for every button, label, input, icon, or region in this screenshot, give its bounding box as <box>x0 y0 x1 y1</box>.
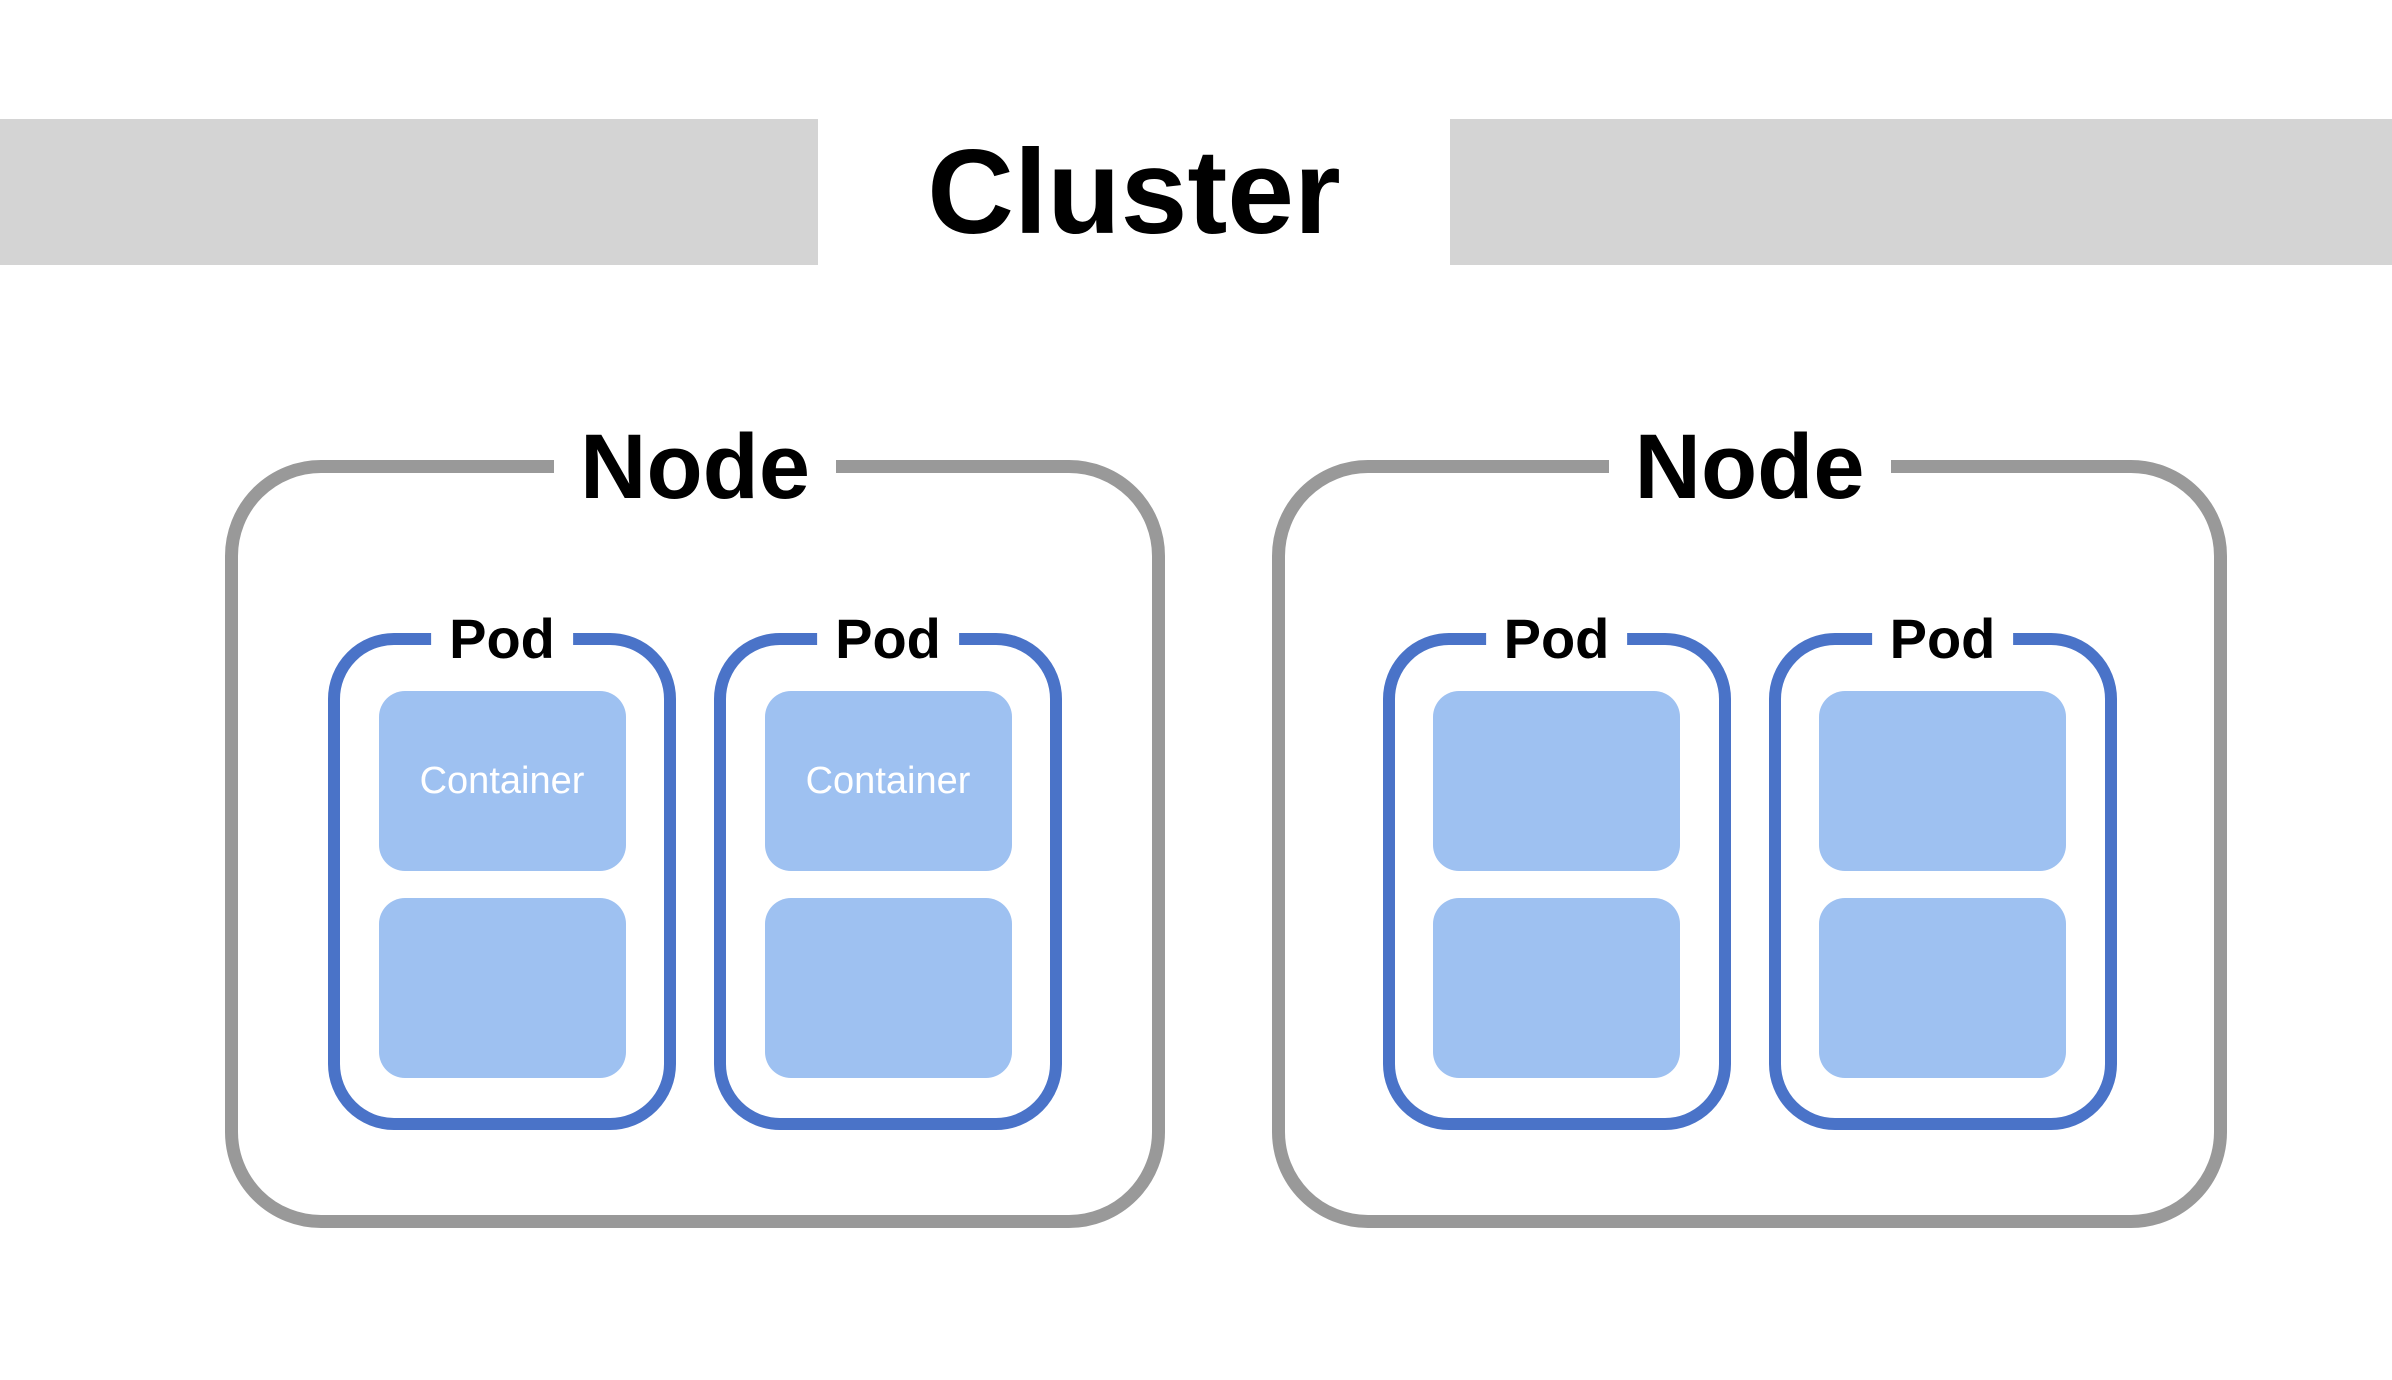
container-box <box>1819 898 2066 1078</box>
container-label: Container <box>805 759 971 802</box>
cluster-bar-right <box>1450 119 2392 265</box>
node-box: Node Pod Container Pod Container <box>225 419 1165 1228</box>
container-label: Container <box>419 759 585 802</box>
container-box <box>1433 898 1680 1078</box>
pod-label: Pod <box>431 611 573 667</box>
container-box <box>378 898 626 1078</box>
node-label: Node <box>1608 419 1891 515</box>
container-box: Container <box>764 691 1012 871</box>
pod-label: Pod <box>1485 611 1628 667</box>
cluster-bar-left <box>0 119 818 265</box>
pod-box: Pod Container <box>328 611 676 1130</box>
pod-box: Pod Container <box>714 611 1062 1130</box>
pod-box: Pod <box>1768 611 2117 1130</box>
cluster-title: Cluster <box>927 125 1341 259</box>
pod-label: Pod <box>1871 611 2014 667</box>
pod-box: Pod <box>1382 611 1731 1130</box>
container-box <box>1819 691 2066 871</box>
node-box: Node Pod Pod <box>1272 419 2227 1228</box>
container-box <box>764 898 1012 1078</box>
container-box <box>1433 691 1680 871</box>
pod-label: Pod <box>817 611 959 667</box>
container-box: Container <box>378 691 626 871</box>
node-label: Node <box>554 419 836 515</box>
